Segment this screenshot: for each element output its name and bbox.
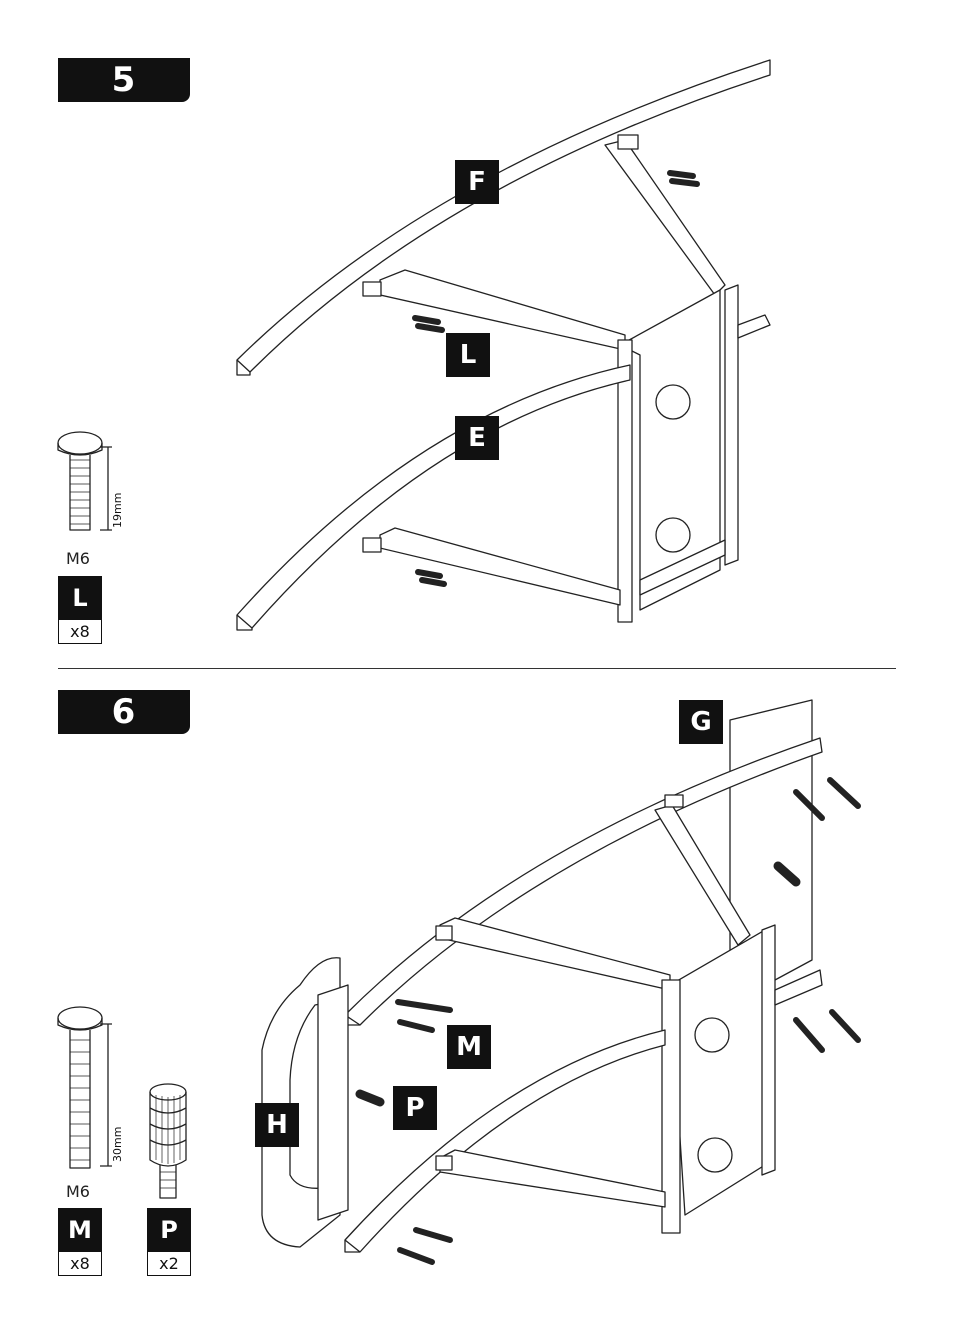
bolt-m-thread: M6: [66, 1182, 90, 1201]
callout-l: L: [446, 333, 490, 377]
bolt-l-illustration: [58, 432, 112, 530]
connector-p-illustration: [150, 1084, 186, 1198]
part-m-qty-box: M x8: [58, 1208, 102, 1276]
part-l-qty-box: L x8: [58, 576, 102, 644]
part-m-letter: M: [58, 1208, 102, 1252]
bolt-m-illustration: [58, 1007, 112, 1168]
part-l-letter: L: [58, 576, 102, 620]
bolt-l-length: 19mm: [111, 493, 124, 528]
callout-f: F: [455, 160, 499, 204]
part-p-qty-box: P x2: [147, 1208, 191, 1276]
step6-frame-drawing: [262, 700, 858, 1262]
step-6-number: 6: [112, 692, 137, 732]
section-divider: [58, 668, 896, 669]
step5-frame-drawing: [237, 60, 770, 630]
part-m-qty: x8: [58, 1252, 102, 1276]
part-l-qty: x8: [58, 620, 102, 644]
step-5-banner: 5: [58, 58, 190, 102]
part-p-qty: x2: [147, 1252, 191, 1276]
callout-g: G: [679, 700, 723, 744]
step-5-number: 5: [112, 60, 137, 100]
callout-m: M: [447, 1025, 491, 1069]
bolt-m-length: 30mm: [111, 1127, 124, 1162]
callout-h: H: [255, 1103, 299, 1147]
bolt-l-thread: M6: [66, 549, 90, 568]
callout-p: P: [393, 1086, 437, 1130]
step-6-banner: 6: [58, 690, 190, 734]
callout-e: E: [455, 416, 499, 460]
part-p-letter: P: [147, 1208, 191, 1252]
